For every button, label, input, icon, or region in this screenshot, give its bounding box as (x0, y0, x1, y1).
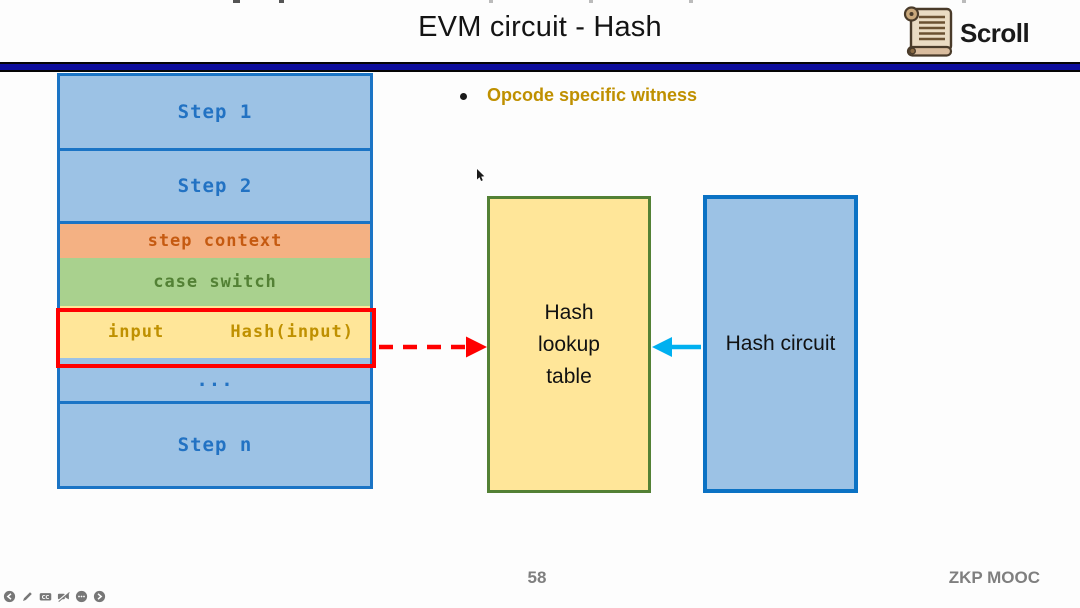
camera-off-icon[interactable] (57, 590, 70, 603)
course-label: ZKP MOOC (948, 568, 1040, 587)
scroll-logo-text: Scroll (960, 18, 1030, 48)
timeline-tick (233, 0, 240, 3)
case-switch-row: case switch (60, 258, 370, 306)
cyan-arrow (652, 337, 701, 357)
timeline-tick (279, 0, 284, 3)
timeline-tick (962, 0, 966, 3)
captions-cc-icon[interactable]: CC (39, 590, 52, 603)
page-number: 58 (527, 568, 547, 587)
bullet-dot-icon (460, 93, 467, 100)
evm-step-stack: Step 1 Step 2 step context case switch i… (56, 73, 376, 489)
bullet-item: Opcode specific witness (460, 85, 697, 106)
lookup-line-1: Hash (544, 300, 594, 324)
step-n-label: Step n (177, 434, 253, 456)
scroll-parchment-icon (902, 5, 958, 62)
timeline-tick (689, 0, 693, 3)
ellipsis-label: ... (196, 368, 234, 391)
step-1-row: Step 1 (60, 76, 370, 151)
ellipsis-row: ... (60, 358, 370, 404)
next-button-icon[interactable] (93, 590, 106, 603)
hash-circuit-label: Hash circuit (725, 332, 836, 355)
step-context-row: step context (60, 224, 370, 258)
bullet-text: Opcode specific witness (487, 85, 698, 105)
player-controls: CC (3, 590, 106, 603)
step-context-label: step context (147, 231, 283, 251)
slide-title: EVM circuit - Hash (418, 11, 662, 43)
more-options-icon[interactable] (75, 590, 88, 603)
mouse-cursor-icon (477, 169, 485, 181)
case-switch-label: case switch (153, 272, 277, 292)
input-label: input (108, 322, 165, 342)
timeline-tick (589, 0, 593, 3)
previous-button-icon[interactable] (3, 590, 16, 603)
input-hash-row: input Hash(input) (60, 306, 370, 358)
hash-input-label: Hash(input) (230, 322, 354, 342)
hash-lookup-table-box: Hash lookup table (487, 196, 651, 493)
lookup-line-3: table (546, 364, 592, 388)
hash-circuit-box: Hash circuit (703, 195, 858, 493)
timeline-tick (489, 0, 493, 3)
svg-text:CC: CC (42, 595, 50, 601)
scroll-logo: Scroll (902, 5, 1030, 62)
red-dashed-arrow (379, 336, 487, 358)
step-n-row: Step n (60, 404, 370, 486)
step-2-label: Step 2 (177, 175, 253, 197)
lookup-line-2: lookup (538, 332, 600, 356)
step-2-row: Step 2 (60, 151, 370, 224)
title-divider-line (0, 62, 1080, 72)
annotate-pencil-icon[interactable] (21, 590, 34, 603)
step-1-label: Step 1 (177, 101, 253, 123)
